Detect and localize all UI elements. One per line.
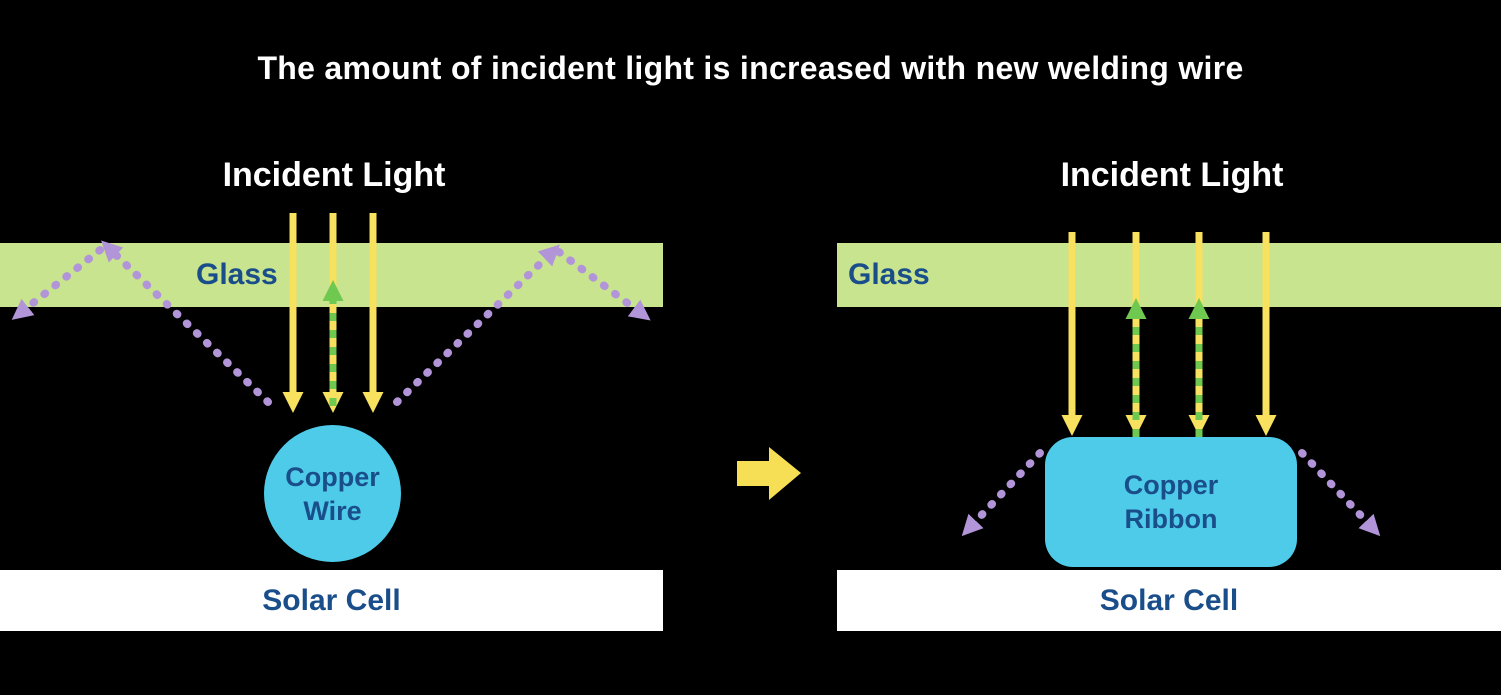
scattered-purple-ray-ribbon-left [961,449,1044,537]
glass-bar-right: Glass [837,243,1501,307]
diagram-title: The amount of incident light is increase… [257,50,1244,86]
scattered-purple-ray-left-descending [11,246,104,320]
copper-wire-label-line2: Wire [303,495,362,526]
solar-cell-label-right: Solar Cell [1099,583,1239,617]
scattered-purple-ray-left-ascending [101,240,272,406]
solar-cell-label-left: Solar Cell [262,583,401,617]
scattered-purple-ray-right-descending [555,248,651,321]
scattered-purple-ray-ribbon-right [1298,449,1381,537]
solar-cell-bar-left: Solar Cell [0,570,663,631]
incident-light-label-right: Incident Light [1060,156,1284,194]
copper-wire-shape: Copper Wire [264,425,401,562]
copper-wire-label-line1: Copper [285,461,380,492]
solar-cell-bar-right: Solar Cell [837,570,1501,631]
glass-label-right: Glass [848,258,930,291]
incident-light-label-left: Incident Light [222,156,446,194]
glass-label-left: Glass [196,258,278,291]
transition-arrow [737,447,801,500]
copper-ribbon-label-line2: Ribbon [1124,504,1218,534]
copper-ribbon-label-line1: Copper [1123,470,1219,500]
copper-ribbon-shape: Copper Ribbon [1045,437,1297,567]
scattered-purple-ray-right-ascending [393,244,560,406]
